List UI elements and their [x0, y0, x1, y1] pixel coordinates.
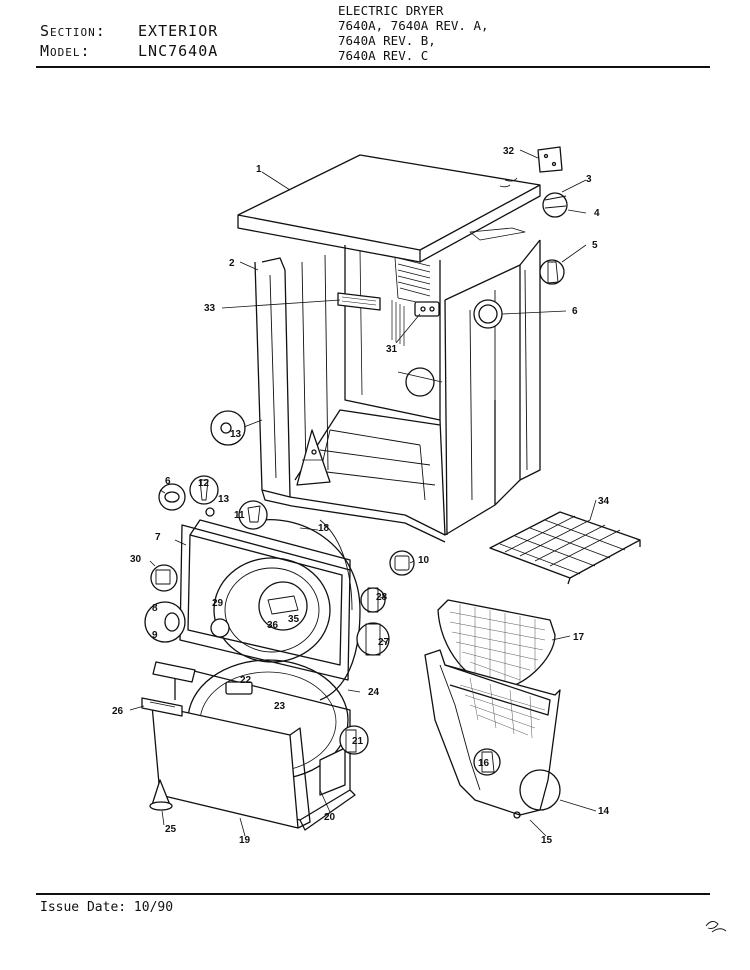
- lint-duct: [424, 649, 561, 819]
- callout-32: 32: [503, 146, 515, 157]
- callout-8: 8: [152, 603, 158, 614]
- section-row: Section: EXTERIOR: [40, 22, 218, 42]
- callout-27: 27: [378, 637, 390, 648]
- callout-26: 26: [112, 706, 124, 717]
- small-parts: [144, 475, 415, 755]
- callout-20: 20: [324, 812, 336, 823]
- callout-29: 29: [212, 598, 224, 609]
- callout-5: 5: [592, 240, 598, 251]
- callout-3: 3: [586, 174, 592, 185]
- callout-24: 24: [368, 687, 380, 698]
- callout-23: 23: [274, 701, 286, 712]
- cabinet-body: [254, 227, 541, 543]
- dryer-door: [141, 697, 311, 829]
- callout-35: 35: [288, 614, 300, 625]
- leader-lines: [129, 149, 597, 837]
- callout-17: 17: [573, 632, 585, 643]
- callout-18: 18: [318, 523, 330, 534]
- callout-2: 2: [229, 258, 235, 269]
- callout-12: 12: [198, 478, 210, 489]
- corner-mark: [705, 921, 727, 933]
- model-value: LNC7640A: [138, 42, 219, 60]
- callout-10: 10: [418, 555, 430, 566]
- callout-1: 1: [256, 164, 262, 175]
- product-line: 7640A REV. C: [338, 48, 429, 63]
- back-components: [414, 299, 503, 329]
- product-line: 7640A, 7640A REV. A,: [338, 18, 489, 33]
- product-line: ELECTRIC DRYER: [338, 3, 444, 18]
- section-value: EXTERIOR: [138, 22, 219, 40]
- callout-30: 30: [130, 554, 142, 565]
- drying-rack: [489, 511, 641, 585]
- callout-4: 4: [594, 208, 600, 219]
- issue-date: Issue Date: 10/90: [40, 900, 174, 915]
- callout-9: 9: [152, 630, 158, 641]
- callout-31: 31: [386, 344, 398, 355]
- callout-16: 16: [478, 758, 490, 769]
- callout-13-side: 13: [230, 429, 242, 440]
- model-label: Model:: [40, 42, 91, 60]
- callout-13-front: 13: [218, 494, 230, 505]
- header-left: Section: EXTERIOR Model: LNC7640A: [40, 22, 218, 62]
- callout-36: 36: [267, 620, 279, 631]
- door-foot: [149, 779, 173, 811]
- callout-14: 14: [598, 806, 610, 817]
- section-label: Section:: [40, 22, 106, 40]
- callout-34: 34: [598, 496, 610, 507]
- callout-7: 7: [155, 532, 161, 543]
- callout-19: 19: [239, 835, 251, 846]
- callout-6-left: 6: [165, 476, 171, 487]
- callout-15: 15: [541, 835, 553, 846]
- callout-22: 22: [240, 675, 252, 686]
- callout-28: 28: [376, 592, 388, 603]
- left-callout-circle: [210, 410, 246, 446]
- product-line: 7640A REV. B,: [338, 33, 436, 48]
- callout-21: 21: [352, 736, 364, 747]
- header-rule: [36, 66, 710, 68]
- footer-rule: [36, 893, 710, 895]
- cabinet-top: [237, 154, 541, 263]
- callout-6-right: 6: [572, 306, 578, 317]
- product-info: ELECTRIC DRYER 7640A, 7640A REV. A, 7640…: [338, 3, 489, 63]
- top-right-parts: [537, 146, 568, 285]
- callout-25: 25: [165, 824, 177, 835]
- model-row: Model: LNC7640A: [40, 42, 218, 62]
- callout-labels: 1 2 3 4 5 6 6 7 8 9 10 11 12 13 13 14 15…: [112, 146, 610, 846]
- callout-33: 33: [204, 303, 216, 314]
- callout-11: 11: [234, 510, 245, 521]
